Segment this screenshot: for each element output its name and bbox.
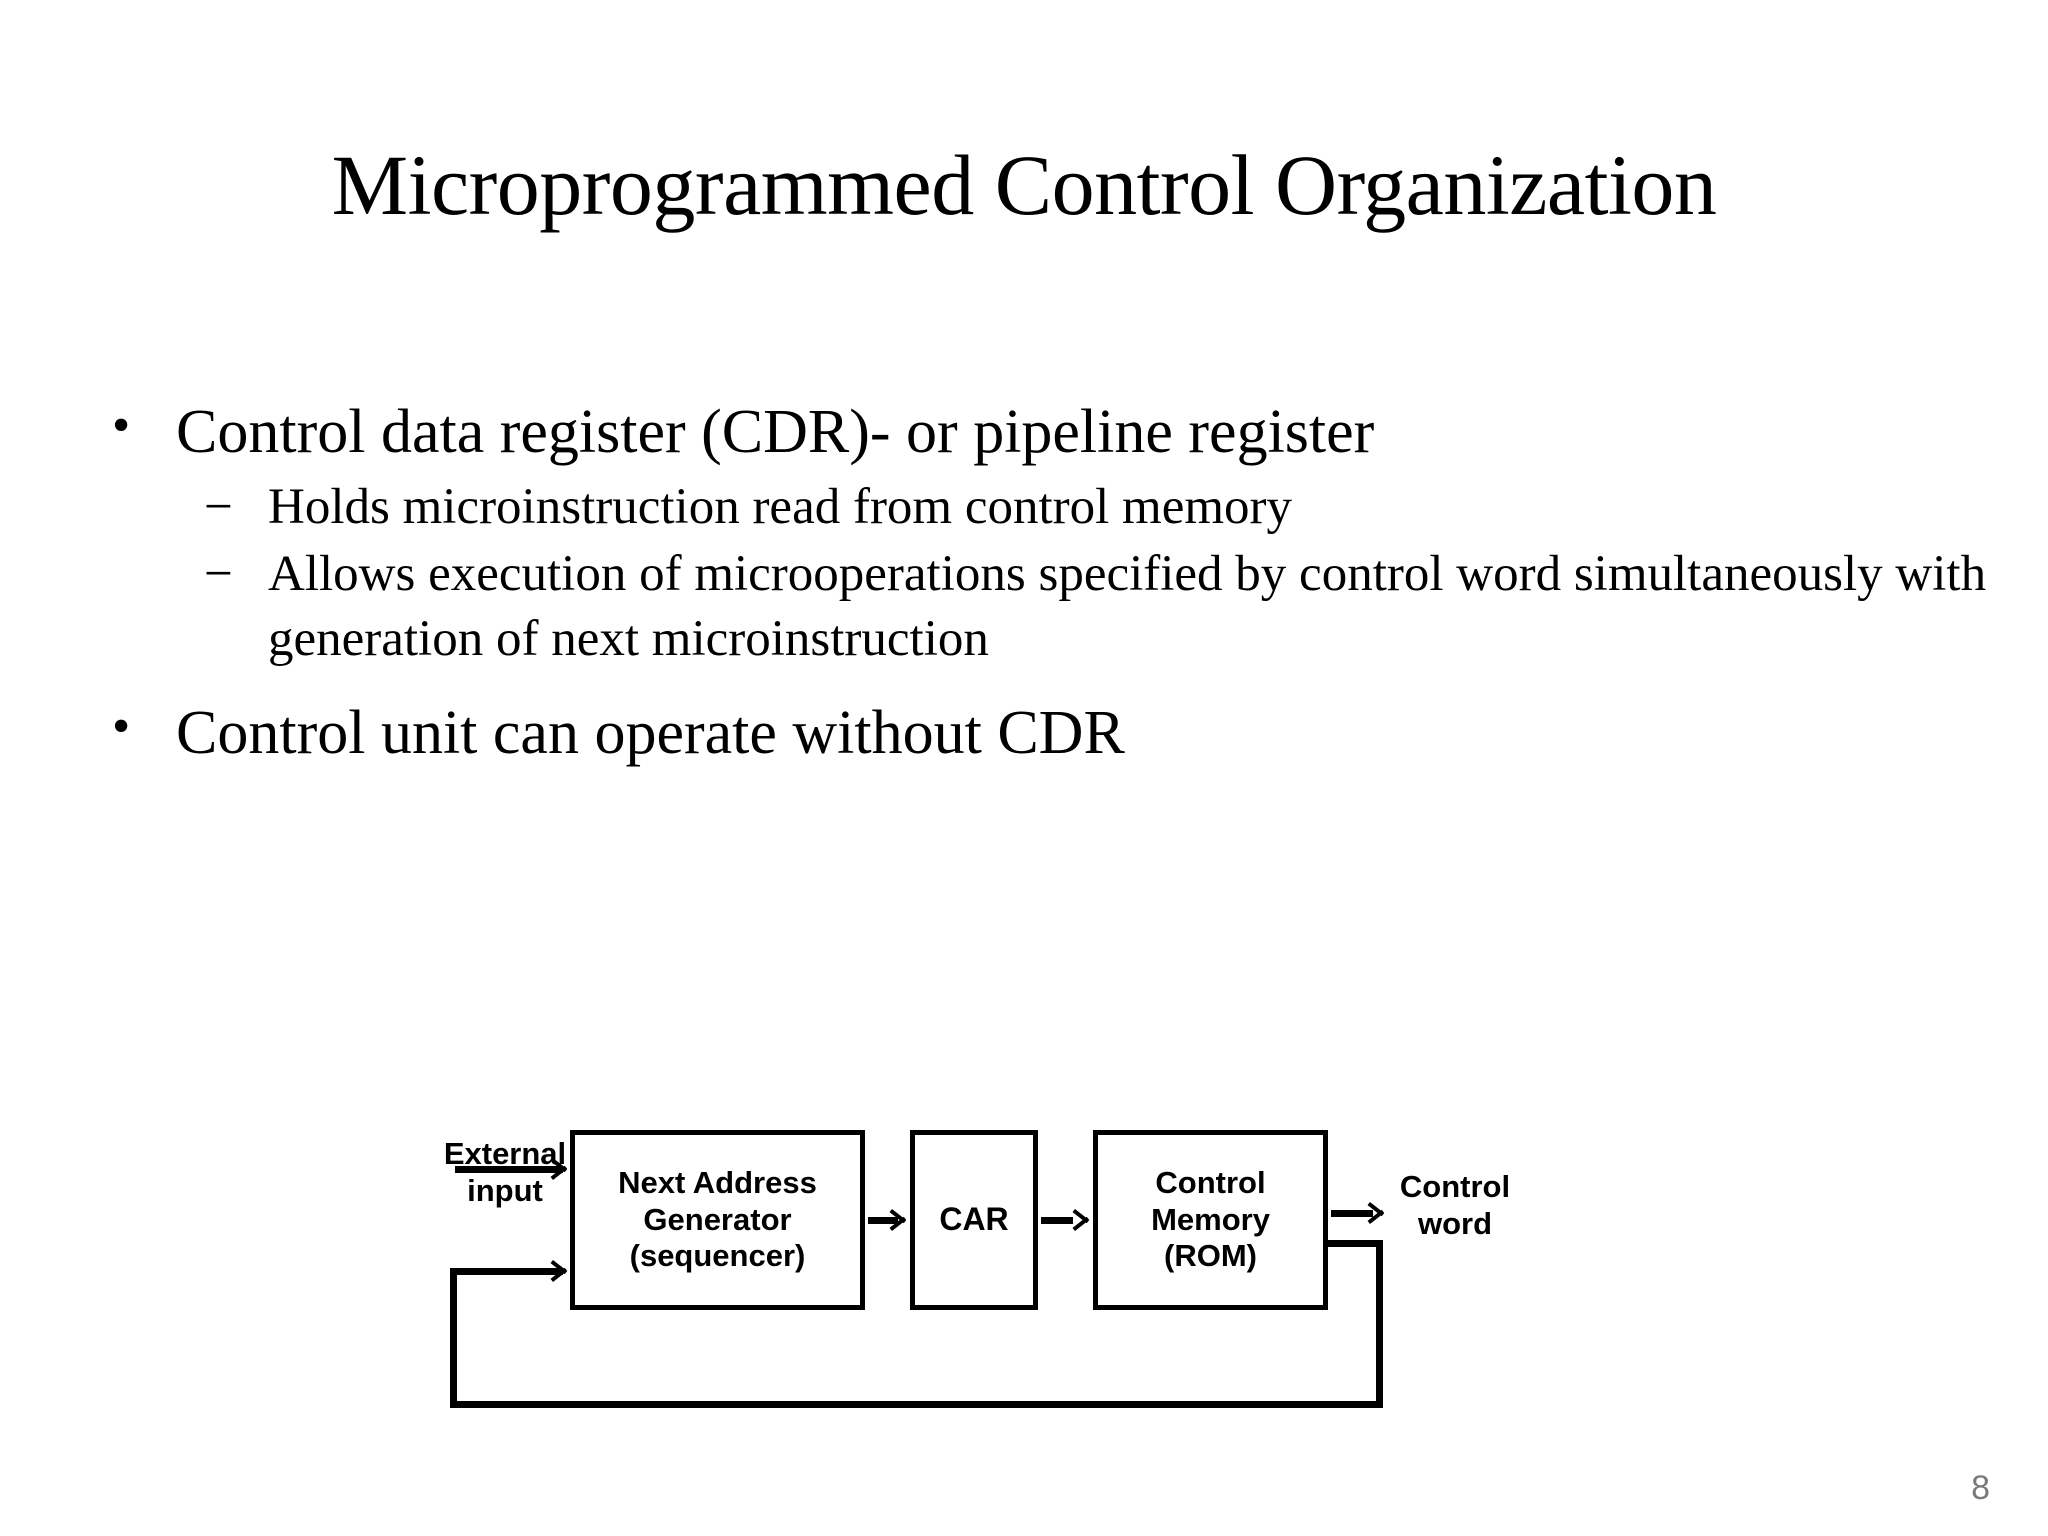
sub-bullet-item-1-2: − Allows execution of microoperations sp…	[96, 542, 1996, 673]
sub-bullet-text-1-2: Allows execution of microoperations spec…	[268, 545, 1987, 668]
page-number: 8	[1971, 1469, 1990, 1507]
dash-marker-icon: −	[204, 545, 233, 602]
arrowhead-icon	[553, 1260, 569, 1282]
dash-marker-icon: −	[204, 478, 233, 535]
arrowhead-icon	[892, 1209, 908, 1231]
connector-feedback-top-segment	[1323, 1240, 1383, 1247]
connector-feedback-right-vertical	[1376, 1240, 1383, 1408]
connector-control-memory-to-control-word	[1331, 1210, 1373, 1217]
bullet-marker-icon: •	[112, 397, 131, 454]
connector-feedback-bottom-horizontal	[450, 1401, 1383, 1408]
sub-bullet-list-1: − Holds microinstruction read from contr…	[96, 475, 1996, 673]
connector-car-to-control-memory	[1041, 1217, 1073, 1224]
connector-sequencer-to-car	[868, 1217, 898, 1224]
connector-feedback-left-vertical	[450, 1268, 457, 1408]
arrowhead-icon	[553, 1158, 569, 1180]
bullet-item-1: • Control data register (CDR)- or pipeli…	[96, 395, 1996, 471]
sub-bullet-item-1-1: − Holds microinstruction read from contr…	[96, 475, 1996, 540]
diagram-box-car: CAR	[910, 1130, 1038, 1310]
bullet-list: • Control data register (CDR)- or pipeli…	[96, 395, 1996, 776]
bullet-text-1: Control data register (CDR)- or pipeline…	[176, 398, 1375, 466]
bullet-item-2: • Control unit can operate without CDR	[96, 696, 1996, 772]
arrowhead-icon	[1075, 1209, 1091, 1231]
page-title: Microprogrammed Control Organization	[331, 137, 1717, 233]
connector-feedback-into-sequencer	[450, 1268, 563, 1275]
sub-bullet-text-1-1: Holds microinstruction read from control…	[268, 478, 1293, 535]
bullet-text-2: Control unit can operate without CDR	[176, 699, 1125, 768]
connector-external-to-sequencer	[455, 1166, 563, 1173]
bullet-marker-icon: •	[112, 698, 131, 756]
